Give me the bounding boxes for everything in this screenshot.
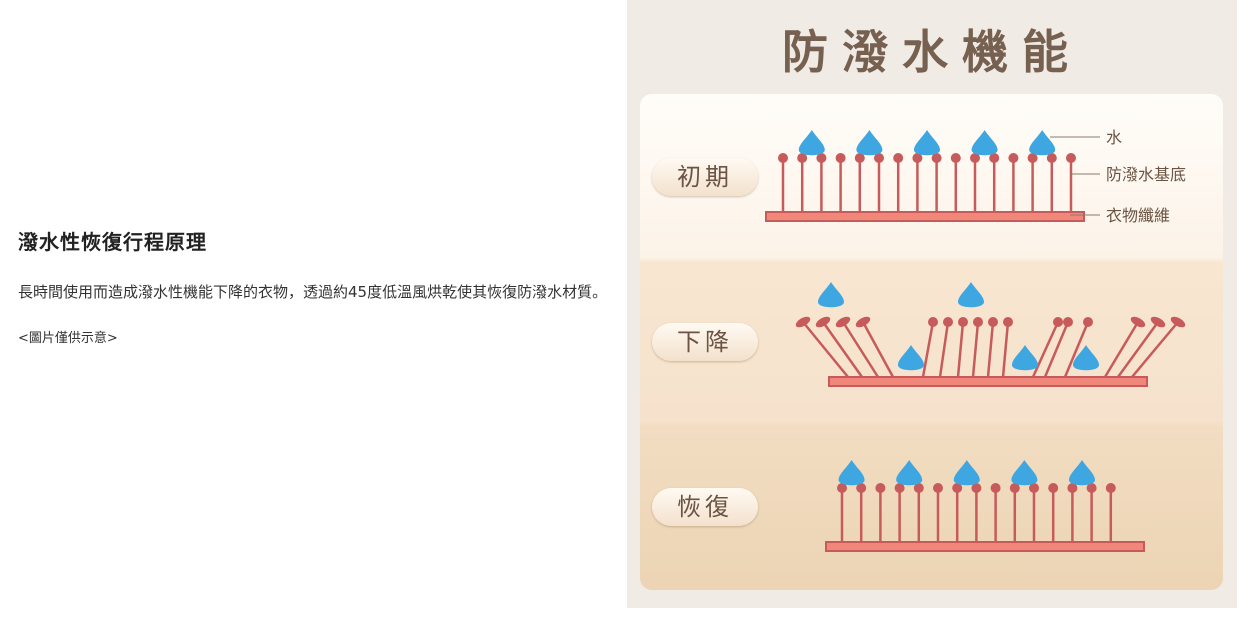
fiber-tip [795, 316, 811, 328]
fiber-tip [1046, 153, 1057, 163]
fiber-diagram: 水 防潑水基底 衣物纖維 [765, 128, 1186, 552]
fiber-tip [1003, 317, 1013, 327]
fiber-tip [971, 483, 982, 493]
section-heading: 潑水性恢復行程原理 [18, 230, 207, 254]
fiber-tip [931, 153, 942, 163]
fabric-base [765, 211, 1085, 222]
water-droplet [1073, 345, 1099, 371]
repellent-fiber [986, 321, 995, 378]
fiber-tip [973, 317, 983, 327]
water-droplet [1011, 460, 1038, 486]
fiber-tip [1053, 317, 1063, 327]
fiber-tip [1170, 316, 1186, 328]
legend-water: 水 [1106, 128, 1122, 147]
fiber-tip [816, 153, 827, 163]
repellent-fiber [921, 321, 935, 378]
water-repellency-figure: 防潑水機能 初期 下降 恢復 水 防潑水基底 衣物纖維 [627, 0, 1237, 608]
water-droplet [971, 130, 998, 156]
fiber-tip [988, 317, 998, 327]
fiber-tip [1063, 317, 1073, 327]
fiber-tip [1067, 483, 1078, 493]
repellent-fiber [1001, 321, 1010, 378]
water-droplet [1069, 460, 1095, 486]
repellent-fiber [1063, 321, 1090, 378]
repellent-fiber [1116, 321, 1160, 378]
fiber-tip [990, 483, 1001, 493]
stage-initial-illustration [765, 130, 1085, 222]
stage-label-recovery: 恢復 [652, 488, 758, 526]
water-droplet [1012, 345, 1038, 371]
fiber-tip [1150, 316, 1166, 328]
repellent-fiber [971, 321, 980, 378]
fabric-base [828, 376, 1148, 387]
water-droplet [898, 345, 924, 371]
fiber-tip [856, 483, 867, 493]
water-droplet [896, 460, 923, 486]
fiber-tip [874, 153, 884, 163]
description-text: 長時間使用而造成潑水性機能下降的衣物，透過約45度低溫風烘乾使其恢復防潑水材質。 [18, 283, 608, 301]
water-droplet [856, 130, 883, 156]
fiber-tip [933, 483, 943, 493]
water-droplet [838, 460, 865, 486]
diagram-card: 初期 下降 恢復 水 防潑水基底 衣物纖維 [640, 94, 1223, 590]
text-column: 潑水性恢復行程原理 長時間使用而造成潑水性機能下降的衣物，透過約45度低溫風烘乾… [18, 226, 608, 346]
repellent-fiber [1043, 321, 1070, 378]
fiber-tip [970, 153, 980, 163]
fiber-tip [1027, 153, 1038, 163]
water-droplet [953, 460, 980, 486]
fiber-tip [835, 316, 851, 328]
fiber-tip [855, 316, 871, 328]
fiber-tip [913, 483, 924, 493]
illustration-note: <圖片僅供示意> [18, 331, 118, 346]
fiber-tip [778, 153, 788, 163]
stage-decline-illustration [795, 282, 1186, 387]
water-droplet [958, 282, 984, 308]
fiber-tip [943, 317, 953, 327]
repellent-fiber [956, 321, 965, 378]
legend-repellent-base: 防潑水基底 [1106, 165, 1186, 184]
fiber-tip [893, 153, 904, 163]
fiber-tip [835, 153, 846, 163]
fiber-tip [958, 317, 968, 327]
fiber-tip [815, 316, 831, 328]
repellent-fiber [802, 321, 849, 378]
fiber-tip [989, 153, 1000, 163]
water-droplet [1029, 130, 1056, 156]
fiber-tip [1008, 153, 1019, 163]
stage-label-decline: 下降 [652, 323, 758, 361]
fiber-tip [1083, 317, 1093, 327]
repellent-fiber [1031, 321, 1060, 378]
fiber-tip [952, 483, 963, 493]
fiber-tip [894, 483, 905, 493]
fiber-tip [854, 153, 865, 163]
legend: 水 防潑水基底 衣物纖維 [1050, 128, 1186, 225]
repellent-fiber [841, 321, 880, 378]
fiber-tip [797, 153, 808, 163]
fiber-tip [875, 483, 886, 493]
fiber-tip [1048, 483, 1059, 493]
legend-fabric-fiber: 衣物纖維 [1106, 206, 1170, 225]
fiber-tip [950, 153, 961, 163]
repellent-fiber [1131, 321, 1179, 378]
fiber-tip [1086, 483, 1097, 493]
fiber-tip [1009, 483, 1020, 493]
stage-recovery-illustration [825, 460, 1145, 552]
repellent-fiber [938, 321, 950, 378]
fiber-tip [1105, 483, 1116, 493]
fiber-tip [1066, 153, 1076, 163]
fiber-tip [1130, 316, 1146, 328]
water-droplet [914, 130, 940, 156]
stage-label-initial: 初期 [652, 158, 758, 196]
fiber-tip [912, 153, 923, 163]
water-droplet [798, 130, 825, 156]
water-droplet [818, 282, 844, 308]
repellent-fiber [1103, 321, 1140, 378]
figure-title: 防潑水機能 [782, 25, 1082, 79]
fabric-base [825, 541, 1145, 552]
fiber-tip [1029, 483, 1039, 493]
repellent-fiber [861, 321, 895, 378]
fiber-tip [928, 317, 938, 327]
repellent-fiber [821, 321, 864, 378]
fiber-tip [837, 483, 847, 493]
